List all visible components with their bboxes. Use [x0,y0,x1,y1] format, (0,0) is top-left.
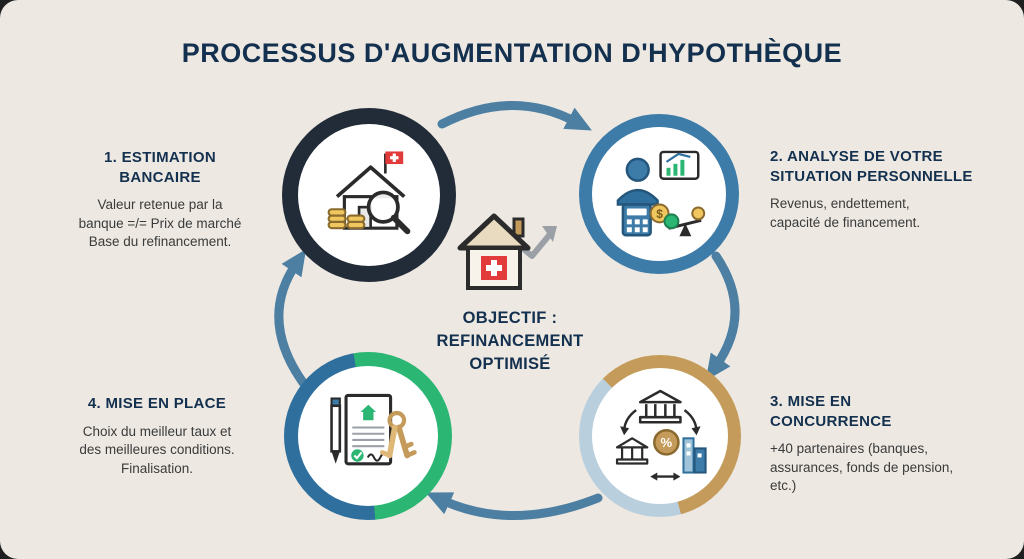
bank-comparison-icon: % [615,389,707,481]
step-2-block: 2. ANALYSE DE VOTRE SITUATION PERSONNELL… [770,147,990,232]
step-3-circle: % [579,355,741,517]
step-1-block: 1. ESTIMATION BANCAIRE Valeur retenue pa… [60,148,260,252]
arrow-step1-to-step2 [437,101,592,131]
personal-finance-analysis-icon: $ [617,151,706,237]
step-4-heading: 4. MISE EN PLACE [87,395,227,412]
house-appraisal-icon [328,151,411,235]
arrow-step2-to-step3 [705,251,740,381]
center-objective-heading: OBJECTIF : REFINANCEMENT OPTIMISÉ [436,309,584,374]
dollar-glyph: $ [657,207,664,221]
step-4-body: Choix du meilleur taux et des meilleures… [79,423,235,476]
contract-keys-icon [330,394,417,466]
step-2-body: Revenus, endettement, capacité de financ… [770,196,921,230]
arrow-step4-to-step1 [274,249,309,389]
step-3-body: +40 partenaires (banques, assurances, fo… [770,441,954,494]
step-4-circle [284,352,452,520]
step-1-circle [282,108,456,282]
percent-glyph: % [660,435,672,450]
step-1-heading: 1. ESTIMATION BANCAIRE [104,149,216,186]
arrow-step3-to-step4 [425,492,603,520]
swiss-house-growth-icon [457,213,557,290]
step-3-heading: 3. MISE EN CONCURRENCE [770,393,892,430]
step-2-circle: $ [579,114,739,274]
page-title: PROCESSUS D'AUGMENTATION D'HYPOTHÈQUE [181,38,843,68]
step-1-body: Valeur retenue par la banque =/= Prix de… [78,197,242,250]
step-3-block: 3. MISE EN CONCURRENCE +40 partenaires (… [770,392,995,496]
step-4-block: 4. MISE EN PLACE Choix du meilleur taux … [52,394,262,478]
step-2-heading: 2. ANALYSE DE VOTRE SITUATION PERSONNELL… [770,148,973,185]
